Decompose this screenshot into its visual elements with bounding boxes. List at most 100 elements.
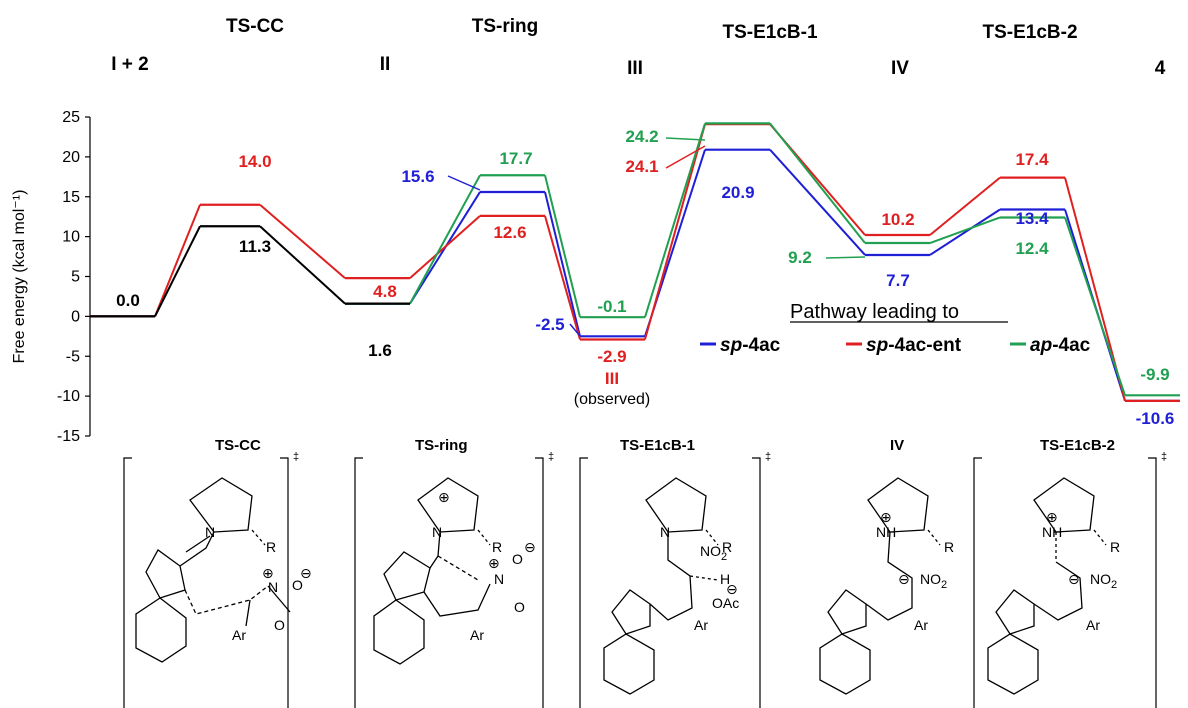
atom-ar: Ar: [470, 627, 484, 643]
legend-item-label: sp-4ac: [720, 335, 781, 356]
legend: Pathway leading to sp-4ac sp-4ac-ent ap-4a…: [700, 301, 1091, 356]
atom-no2: NO2: [920, 571, 947, 591]
y-tick-label: 0: [71, 308, 80, 325]
dagger-symbol: ‡: [548, 451, 554, 463]
connector: [154, 225, 201, 317]
charge-plus: ⊕: [262, 565, 274, 581]
energy-label: 11.3: [239, 237, 271, 256]
connector: [929, 208, 1001, 256]
atom-h: H: [720, 571, 730, 587]
stage-label: 4: [1155, 58, 1166, 79]
leader-line: [447, 175, 481, 191]
leader-line: [665, 145, 706, 169]
connector: [544, 191, 581, 337]
molecule-drawing: [373, 477, 491, 665]
connector: [1064, 217, 1126, 396]
atom-ar: Ar: [914, 617, 928, 633]
legend-item-label: ap-4ac: [1030, 335, 1091, 356]
connector: [154, 204, 201, 317]
y-tick-label: 20: [62, 149, 80, 166]
dagger-symbol: ‡: [765, 451, 771, 463]
y-tick-label: 5: [71, 269, 80, 286]
leader-line: [569, 323, 581, 337]
atom-n: N: [205, 524, 215, 540]
series-sp-4ac-black: [90, 225, 410, 318]
legend-title: Pathway leading to: [790, 301, 959, 323]
atom-r: R: [492, 539, 502, 555]
structure-ts-ring: TS-ring ‡ N R Ar N O O ⊕ ⊖ ⊕: [354, 437, 554, 708]
connector: [929, 176, 1001, 236]
connector: [544, 174, 581, 318]
atom-ar: Ar: [694, 617, 708, 633]
y-tick-label: 15: [62, 189, 80, 206]
legend-items: sp-4ac sp-4ac-ent ap-4ac: [700, 335, 1091, 356]
atom-r: R: [944, 539, 954, 555]
energy-label: -0.1: [597, 297, 626, 316]
atom-n-nitro: N: [494, 571, 504, 587]
energy-label: 15.6: [401, 167, 434, 186]
energy-label: 17.4: [1015, 150, 1049, 169]
bracket-left: [123, 457, 132, 708]
atom-nh: NH: [876, 524, 896, 540]
leader-line: [665, 137, 706, 141]
structure-label: TS-E1cB-1: [620, 437, 695, 454]
observed-stage-label: III: [605, 369, 619, 388]
charge-plus: ⊕: [488, 555, 500, 571]
stage-label: I + 2: [111, 54, 149, 75]
leader-line: [825, 256, 866, 259]
stage-label: TS-E1cB-1: [722, 22, 817, 43]
y-tick-label: 25: [62, 109, 80, 126]
charge-plus-n: ⊕: [438, 489, 450, 505]
energy-label: 1.6: [368, 341, 392, 360]
connector: [769, 122, 866, 244]
y-axis-label: Free energy (kcal mol⁻¹): [11, 190, 28, 364]
energy-label: 12.4: [1015, 239, 1049, 258]
connector: [929, 216, 1001, 244]
connector: [644, 123, 706, 318]
energy-labels: 0.011.31.615.6-2.520.97.713.4-10.614.04.…: [116, 127, 1174, 428]
atom-r: R: [266, 539, 276, 555]
charge-minus: ⊖: [300, 565, 312, 581]
bracket-right: [535, 457, 544, 708]
structure-label: TS-ring: [415, 437, 468, 454]
connector: [644, 123, 706, 340]
observed-note: (observed): [574, 391, 650, 408]
stage-label: TS-CC: [226, 16, 284, 37]
atom-ar: Ar: [1086, 617, 1100, 633]
energy-label: 10.2: [881, 210, 914, 229]
structures: TS-CC ‡ N R Ar N O O ⊕ ⊖: [123, 437, 1167, 708]
dagger-symbol: ‡: [1161, 451, 1167, 463]
legend-item-label: sp-4ac-ent: [866, 335, 962, 356]
molecule-drawing: [135, 477, 291, 663]
atom-r: R: [1110, 539, 1120, 555]
structure-label: IV: [890, 437, 904, 454]
bracket-right: [280, 457, 289, 708]
y-tick-label: -15: [57, 428, 80, 445]
energy-label: -9.9: [1140, 365, 1169, 384]
energy-label: 0.0: [116, 291, 140, 310]
atom-oac: OAc: [712, 595, 739, 611]
energy-label: 17.7: [499, 149, 532, 168]
bracket-left: [354, 457, 363, 708]
atom-n: N: [660, 524, 670, 540]
energy-label: 7.7: [886, 271, 910, 290]
bracket-right: [752, 457, 761, 708]
energy-label: -2.9: [597, 347, 626, 366]
energy-label: 9.2: [788, 248, 812, 267]
energy-label: 24.1: [625, 157, 658, 176]
series-sp-4ac: [90, 148, 1180, 403]
connector: [409, 174, 481, 305]
energy-label: -10.6: [1136, 409, 1175, 428]
structure-label: TS-CC: [215, 437, 261, 454]
dagger-symbol: ‡: [293, 451, 299, 463]
atom-n: N: [432, 524, 442, 540]
connector: [544, 215, 581, 340]
charge-minus: ⊖: [898, 571, 910, 587]
energy-label: 14.0: [238, 152, 271, 171]
connector: [259, 225, 346, 305]
atom-o: O: [274, 617, 285, 633]
stage-label: II: [380, 54, 391, 75]
structure-iv: IV NH ⊕ R ⊖ NO2 Ar: [819, 437, 954, 695]
